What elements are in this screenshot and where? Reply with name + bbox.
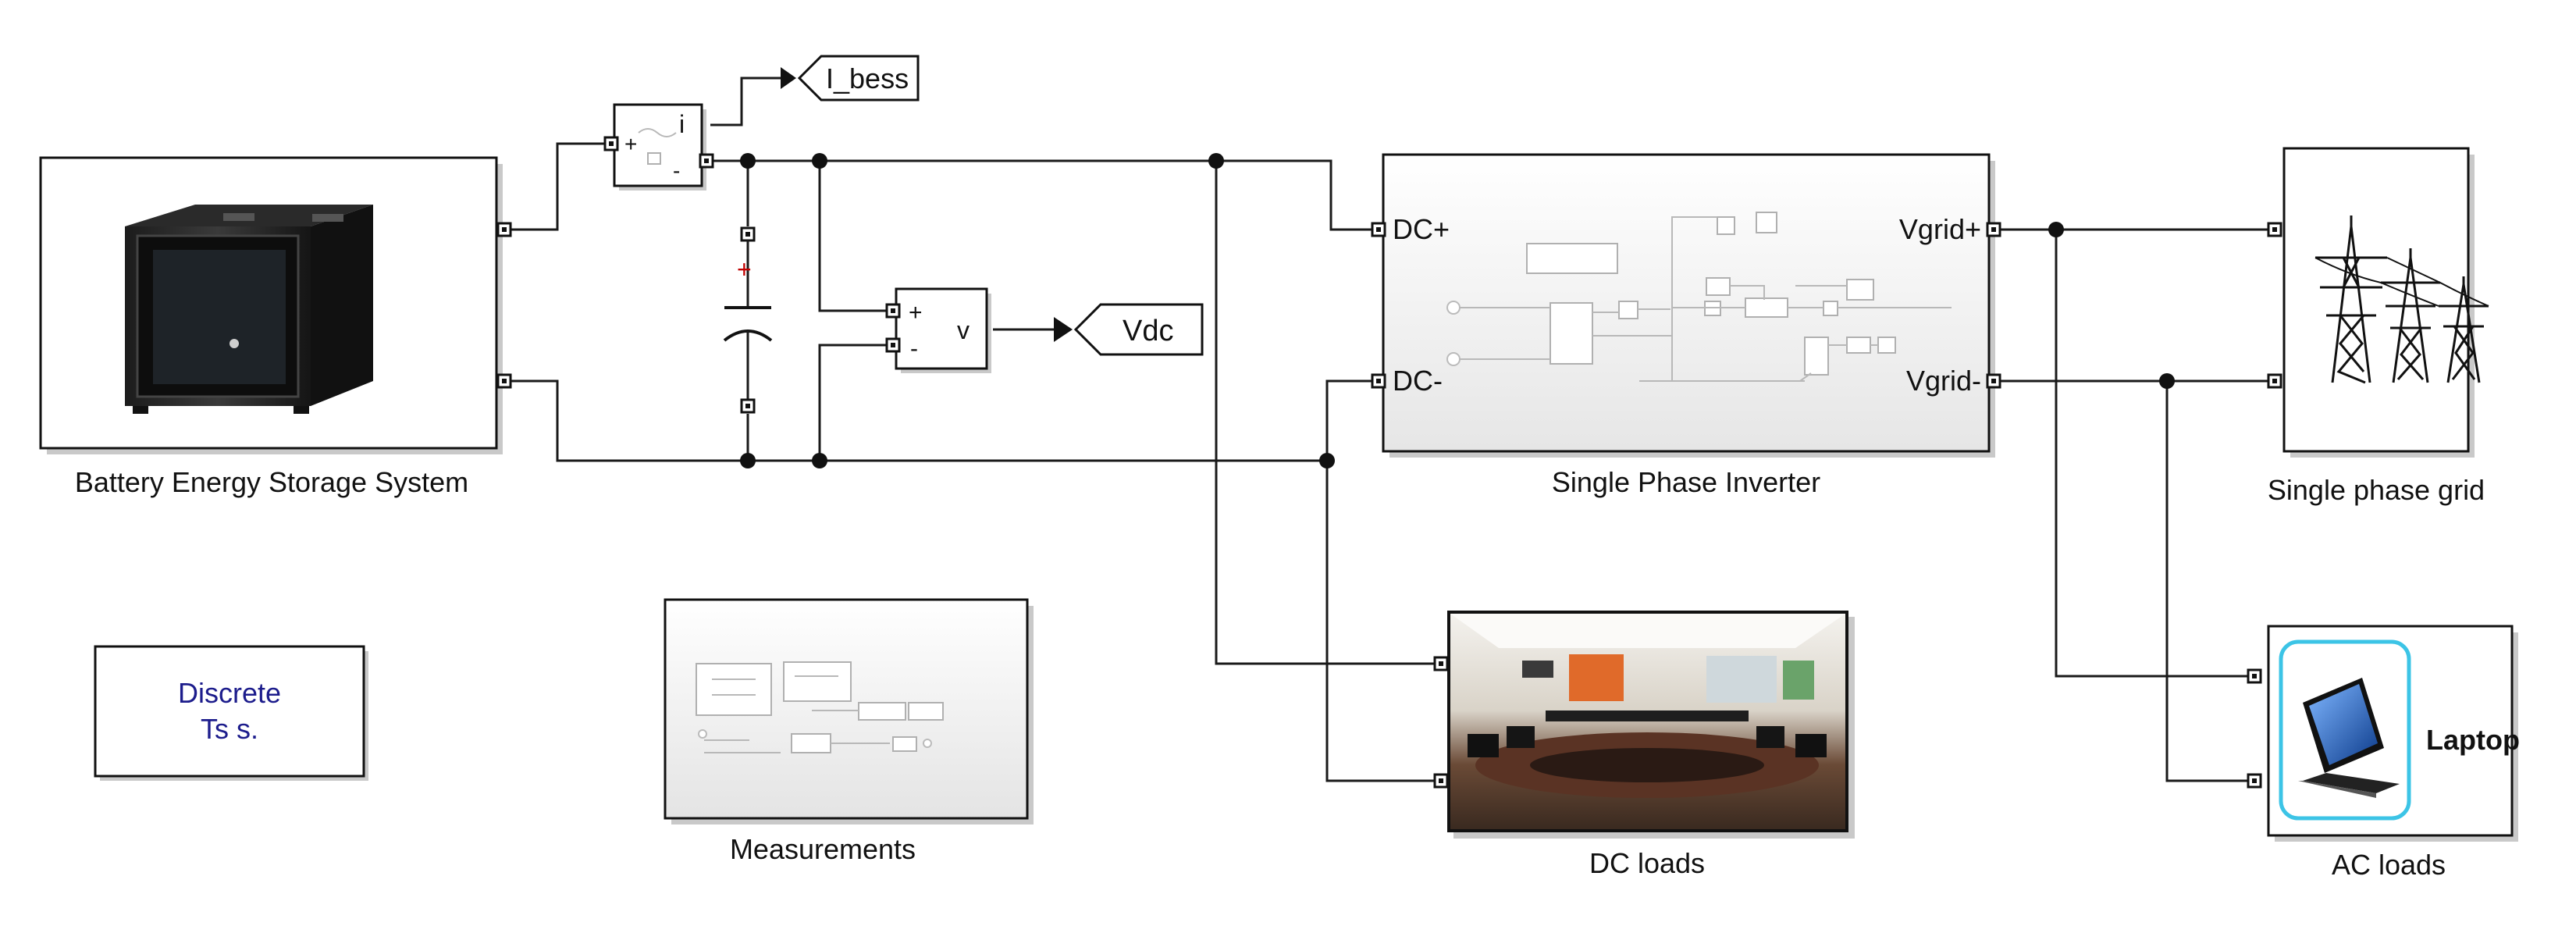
junction-dot [2048,222,2064,237]
inverter-subsystem-preview [1446,212,1952,382]
wire-vm-minus [818,344,896,461]
powergui-block[interactable]: Discrete Ts s. [94,645,368,781]
inverter-block[interactable]: DC+ DC- Vgrid+ Vgrid- Single Phase Inver… [1371,153,2001,498]
wire-to-dc-plus [1216,159,1374,231]
current-meter-wave [638,128,677,137]
powergui-line2: Ts s. [201,713,258,745]
voltage-meter-plus: + [909,300,923,326]
goto-vdc-tag: Vdc [1123,315,1173,347]
inverter-label-vgrid-minus: Vgrid- [1906,365,1981,397]
inverter-label-dc-minus: DC- [1393,365,1443,397]
junction-dot [2159,373,2175,389]
current-meter-block[interactable]: + - i [603,103,714,191]
current-meter-minus: - [673,158,680,183]
capacitor-block[interactable]: + [723,226,773,414]
inverter-label-dc-plus: DC+ [1393,213,1450,245]
measurements-label: Measurements [730,833,916,865]
laptop-icon [2298,678,2400,798]
bess-block[interactable]: Battery Energy Storage System [39,156,512,498]
wire-dcload-minus [1325,461,1436,782]
ac-loads-laptop-text: Laptop [2426,724,2520,756]
wire-bess-minus [507,379,1327,462]
powergui-line1: Discrete [178,677,281,709]
goto-vdc[interactable]: Vdc [1054,303,1204,356]
conference-room-icon [1450,614,1845,829]
capacitor-plus: + [737,255,752,283]
server-cabinet-icon [125,205,373,414]
junction-dot [740,453,756,468]
voltage-meter-minus: - [910,336,918,361]
junction-dot [1319,453,1335,468]
transmission-tower-icon [2314,215,2489,384]
dc-loads-block[interactable]: DC loads [1433,611,1855,879]
measurements-block[interactable]: Measurements [664,598,1034,865]
measurements-subsystem-preview [696,661,944,753]
goto-ibess-tag: I_bess [826,62,909,94]
current-meter-plus: + [624,132,637,156]
ac-loads-block[interactable]: Laptop AC loads [2247,625,2520,881]
voltage-meter-block[interactable]: + - v [885,287,991,373]
grid-block[interactable]: Single phase grid [2267,147,2489,506]
voltage-meter-signal: v [957,316,970,344]
dc-loads-label: DC loads [1589,847,1705,879]
wire-ibess [710,77,781,126]
wire-to-dc-minus [1325,379,1374,461]
wire-acload-minus [2165,381,2248,782]
ac-loads-label: AC loads [2332,849,2446,881]
junction-dot [812,453,827,468]
bess-label: Battery Energy Storage System [75,466,468,498]
junction-dot [740,153,756,169]
junction-dot [1208,153,1224,169]
inverter-label: Single Phase Inverter [1552,466,1820,498]
grid-label: Single phase grid [2268,474,2485,506]
inverter-label-vgrid-plus: Vgrid+ [1899,213,1981,245]
wire-acload-plus [2055,230,2248,678]
junction-dot [812,153,827,169]
current-meter-signal: i [679,110,685,138]
wire-vm-plus [818,161,896,312]
goto-ibess[interactable]: I_bess [781,55,920,102]
junctions [740,153,2175,468]
wires [507,77,2268,782]
wire-bess-plus [507,142,614,231]
wire-dcload-plus [1215,161,1436,665]
